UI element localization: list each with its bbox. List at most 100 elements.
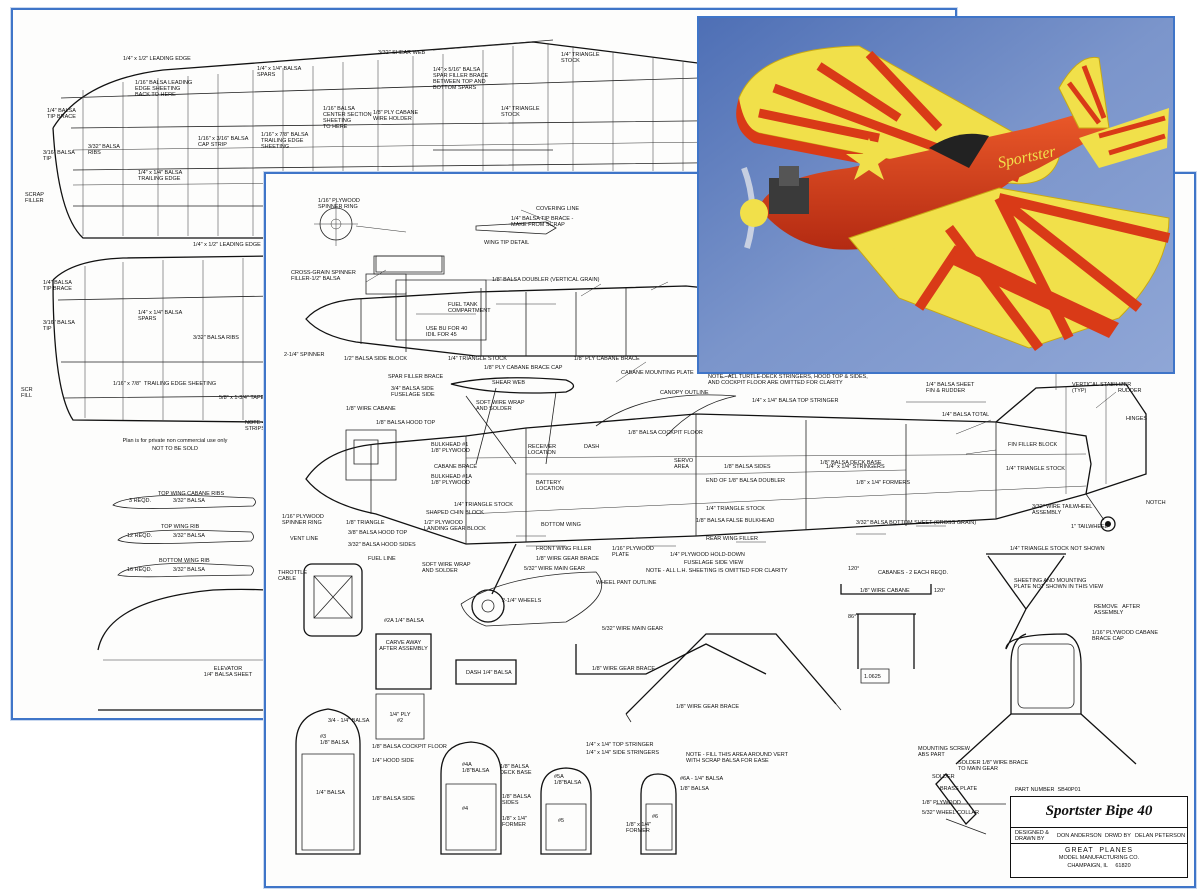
rib-pattern-2-count: 12 REQD. (127, 533, 153, 539)
turtle-deck-note: NOTE - ALL TURTLE-DECK STRINGERS, HOOD T… (708, 374, 868, 386)
sheeting-note-label: SHEETING AND MOUNTING PLATE NOT SHOWN IN… (1014, 578, 1104, 590)
former-3-label: #3 1/8" BALSA (320, 734, 349, 746)
battery-location-label: BATTERY LOCATION (536, 480, 564, 492)
dash-detail-label: DASH 1/4" BALSA (466, 670, 512, 676)
plywood-detail-label: 1/8" PLYWOOD (922, 800, 961, 806)
fin-filler-label: FIN FILLER BLOCK (1008, 442, 1058, 448)
ply-2-label: 1/4" PLY #2 (389, 712, 411, 724)
top-wing-scrap-filler-label: SCRAP FILLER (25, 192, 44, 204)
rib-pattern-1-material: 3/32" BALSA (173, 498, 205, 504)
fuselage-side-view-note: NOTE - ALL L.H. SHEETING IS OMITTED FOR … (646, 568, 788, 574)
carve-away-label: CARVE AWAY AFTER ASSEMBLY (379, 640, 428, 652)
ply-cabane-brace-label: 1/8" PLY CABANE BRACE (574, 356, 640, 362)
bottom-wing-note-label: NOTE - STRIPS (245, 420, 265, 432)
balsa-1-label: 1/4" BALSA (316, 790, 345, 796)
fin-rudder-label: 1/4" BALSA SHEET FIN & RUDDER (926, 382, 975, 394)
bottom-wing-tip-brace-label: 1/4" BALSA TIP BRACE (43, 280, 72, 292)
designer-name: DON ANDERSON (1057, 833, 1102, 839)
fuselage-plan-drawing (266, 174, 1194, 886)
gear-brace-label: 1/8" WIRE GEAR BRACE (536, 556, 600, 562)
spinner-ring-label: 1/16" PLYWOOD SPINNER RING (318, 198, 360, 210)
former-6a-label: #6A - 1/4" BALSA (680, 776, 724, 782)
part-2a-label: #2A 1/4" BALSA (384, 618, 424, 624)
doubler-end-label: END OF 1/8" BALSA DOUBLER (706, 478, 785, 484)
wheels-label: 2-1/4" WHEELS (502, 598, 542, 604)
top-wing-tip-brace-label: 1/4" BALSA TIP BRACE (47, 108, 76, 120)
rib-pattern-3-title: BOTTOM WING RIB (159, 558, 210, 564)
plan-title: Sportster Bipe 40 (1045, 803, 1153, 819)
former-4-label: #4 (462, 806, 469, 812)
triangle-stock-side-label: 1/4" TRIANGLE STOCK (454, 502, 513, 508)
throttle-cable-label: THROTTLE CABLE (278, 570, 308, 582)
bottom-wing-leading-edge-label: 1/4" x 1/2" LEADING EDGE (193, 242, 261, 248)
balsa-side-label: 1/8" BALSA SIDE (372, 796, 415, 802)
fuselage-side-view-title: FUSELAGE SIDE VIEW (684, 560, 744, 566)
balsa-sides-detail-label: 1/8" BALSA SIDES (502, 794, 531, 806)
brass-plate-label: BRASS PLATE (940, 786, 978, 792)
cockpit-floor-top-label: 1/8" BALSA COCKPIT FLOOR (628, 430, 703, 436)
engine-note-label: USE BU FOR 40 IDIL FOR 45 (426, 326, 468, 338)
triangle-stock-top-label: 1/4" TRIANGLE STOCK (448, 356, 507, 362)
balsa-doubler-label: 1/8" BALSA DOUBLER (VERTICAL GRAIN) (492, 277, 600, 283)
brace-cap-label: 1/16" PLYWOOD CABANE BRACE CAP (1092, 630, 1159, 642)
dimension-1-0625: 1.0625 (864, 674, 881, 680)
top-wing-spars-label: 1/4" x 1/4" BALSA SPARS (257, 66, 302, 78)
tailwheel-assembly-label: 3/32" WIRE TAILWHEEL ASSEMBLY (1032, 504, 1093, 516)
elevator-label: ELEVATOR 1/4" BALSA SHEET (203, 666, 253, 678)
top-wing-shear-web-label: 3/32" SHEAR WEB (378, 50, 426, 56)
title-block: PART NUMBER SB40P01 Sportster Bipe 40 DE… (1010, 787, 1188, 878)
triangle-stock-rear-label: 1/4" TRIANGLE STOCK (706, 506, 765, 512)
bulkhead-1a-label: BULKHEAD #1A 1/8" PLYWOOD (431, 474, 472, 486)
rib-pattern-2-material: 3/32" BALSA (173, 533, 205, 539)
former-5-label: #5 (558, 818, 565, 824)
top-wing-trailing-sheeting-label: 1/16" x 7/8" BALSA TRAILING EDGE SHEETIN… (261, 132, 309, 150)
solder-label: SOLDER (932, 774, 955, 780)
bulkhead-1-label: BULKHEAD #1 1/8" PLYWOOD (431, 442, 470, 454)
vertical-stabilizer-label: VERTICAL STABILIZER (TYP) (1072, 382, 1132, 394)
side-stringers-label: 1/4" x 1/4" SIDE STRINGERS (586, 750, 659, 756)
company-sub: MODEL MANUFACTURING CO. (1058, 855, 1140, 861)
rib-pattern-3-count: 16 REQD. (127, 567, 153, 573)
solder-brace-label: SOLDER 1/8" WIRE BRACE TO MAIN GEAR (958, 760, 1029, 772)
company-name: GREAT PLANES (1065, 847, 1133, 854)
balsa-total-label: 1/4" BALSA TOTAL (942, 412, 990, 418)
triangle-side-label: 1/8" TRIANGLE (346, 520, 385, 526)
hood-top-side-label: 3/8" BALSA HOOD TOP (348, 530, 408, 536)
gear-brace-detail-label-2: 1/8" WIRE GEAR BRACE (676, 704, 740, 710)
plan-notice-line-2: NOT TO BE SOLD (152, 446, 198, 452)
wire-cabane-label: 1/8" WIRE CABANE (346, 406, 396, 412)
airplane-photo: Sportster (697, 16, 1175, 374)
angle-120-left: 120° (848, 566, 860, 572)
formers-label: 1/8" x 1/4" FORMERS (856, 480, 911, 486)
biplane-photo-illustration: Sportster (699, 18, 1173, 372)
plan-notice-line-1: Plan is for private non commercial use o… (122, 438, 228, 444)
shear-web-label: SHEAR WEB (492, 380, 526, 386)
former-5a-label: #5A 1/8"BALSA (554, 774, 582, 786)
wheel-pant-label: WHEEL PANT OUTLINE (596, 580, 657, 586)
top-wing-spar-filler-label: 1/4" x 5/16" BALSA SPAR FILLER BRACE BET… (433, 67, 489, 91)
rib-pattern-2-title: TOP WING RIB (161, 524, 200, 530)
fuel-tank-label: FUEL TANK COMPARTMENT (448, 302, 491, 314)
deck-base-label: 1/8" BALSA DECK BASE (820, 460, 882, 466)
hood-side-label: 1/4" HOOD SIDE (372, 758, 414, 764)
triangle-stock-fin-label: 1/4" TRIANGLE STOCK (1006, 466, 1065, 472)
angle-120-right: 120° (934, 588, 946, 594)
top-wing-triangle-stock-2-label: 1/4" TRIANGLE STOCK (501, 106, 540, 118)
main-gear-label: 5/32" WIRE MAIN GEAR (524, 566, 585, 572)
triangle-note-label: 1/4" TRIANGLE STOCK NOT SHOWN (1010, 546, 1105, 552)
wire-cabane-detail-label: 1/8" WIRE CABANE (860, 588, 910, 594)
spinner-size-label: 2-1/4" SPINNER (284, 352, 325, 358)
plywood-plate-label: 1/16" PLYWOOD PLATE (612, 546, 654, 558)
main-gear-detail-label: 5/32" WIRE MAIN GEAR (602, 626, 663, 632)
false-bulkhead-label: 1/8" BALSA FALSE BULKHEAD (696, 518, 775, 524)
bottom-wing-ribs-label: 3/32" BALSA RIBS (193, 335, 239, 341)
drawn-by-label: DRWD BY (1105, 833, 1131, 839)
drafter-name: DELAN PETERSON (1135, 833, 1186, 839)
fuel-line-label: FUEL LINE (368, 556, 396, 562)
spar-filler-brace-label: SPAR FILLER BRACE (388, 374, 444, 380)
designed-by-label: DESIGNED & DRAWN BY (1015, 830, 1049, 842)
ply-cabane-brace-cap-label: 1/8" PLY CABANE BRACE CAP (484, 365, 563, 371)
spinner-ring-side-label: 1/16" PLYWOOD SPINNER RING (282, 514, 324, 526)
cabane-brace-label: CABANE BRACE (434, 464, 478, 470)
cockpit-floor-label: 1/8" BALSA COCKPIT FLOOR (372, 744, 447, 750)
